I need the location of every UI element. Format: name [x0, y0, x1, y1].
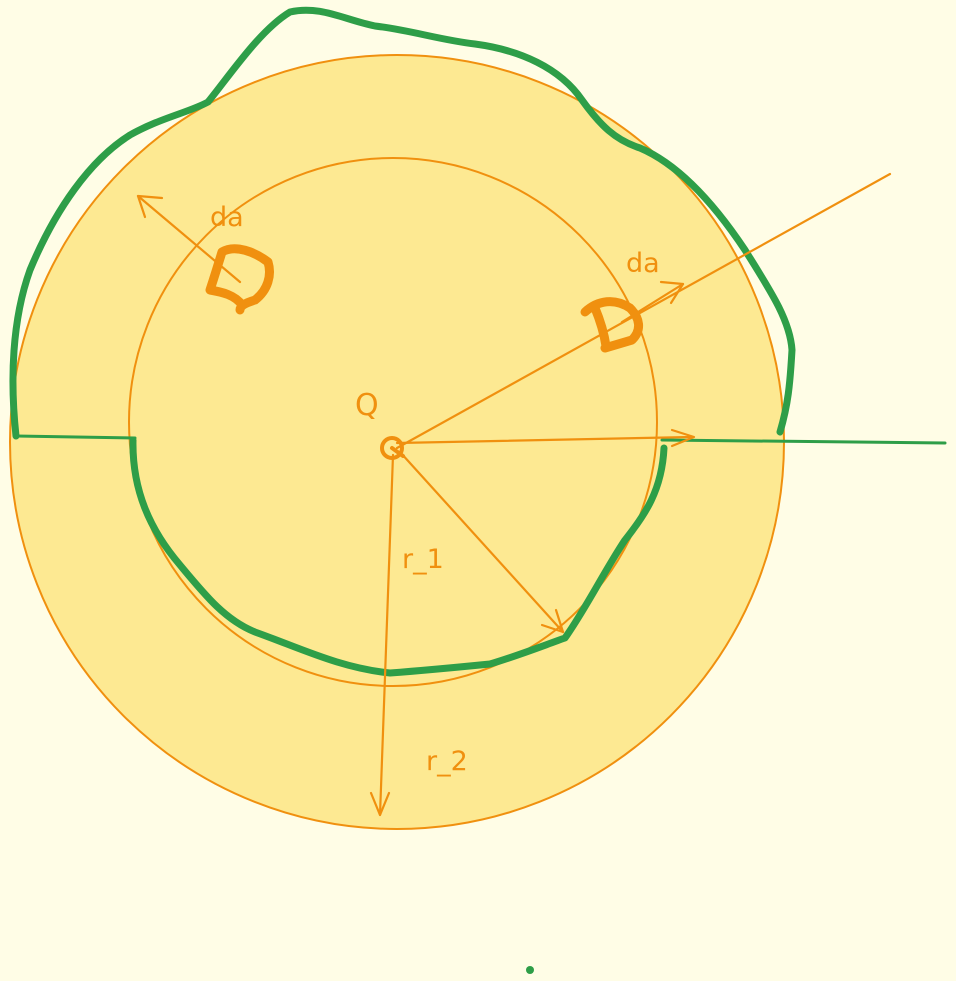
gaussian-surface-cut-left: [14, 434, 137, 440]
normal-right-arrowhead: [659, 280, 685, 305]
label-area-element-left: da: [210, 202, 244, 233]
label-charge: Q: [355, 388, 379, 423]
radius-r2: [378, 453, 395, 817]
normal-left-arrowhead: [136, 194, 164, 219]
label-radius-outer: r_2: [426, 746, 468, 777]
ray-horizontal: [395, 435, 694, 445]
ray-upper-right: [395, 172, 892, 450]
area-element-right: [580, 297, 643, 353]
radius-r1-arrowhead: [540, 608, 565, 634]
radius-lines: [136, 172, 892, 817]
gaussian-surface-inner: [129, 436, 668, 677]
gaussian-surface-cut-right: [660, 438, 947, 445]
gaussian-surface-outer: [9, 6, 796, 440]
label-area-element-right: da: [626, 248, 660, 279]
point-charge: [380, 436, 405, 460]
normal-left: [136, 194, 242, 284]
label-radius-inner: r_1: [402, 544, 444, 575]
stray-dot: [526, 966, 534, 974]
inner-sphere: [128, 157, 658, 687]
radius-r2-arrowhead: [369, 791, 391, 817]
ray-horizontal-arrowhead: [670, 428, 696, 448]
radius-r1: [398, 450, 565, 634]
area-element-left: [205, 244, 274, 315]
